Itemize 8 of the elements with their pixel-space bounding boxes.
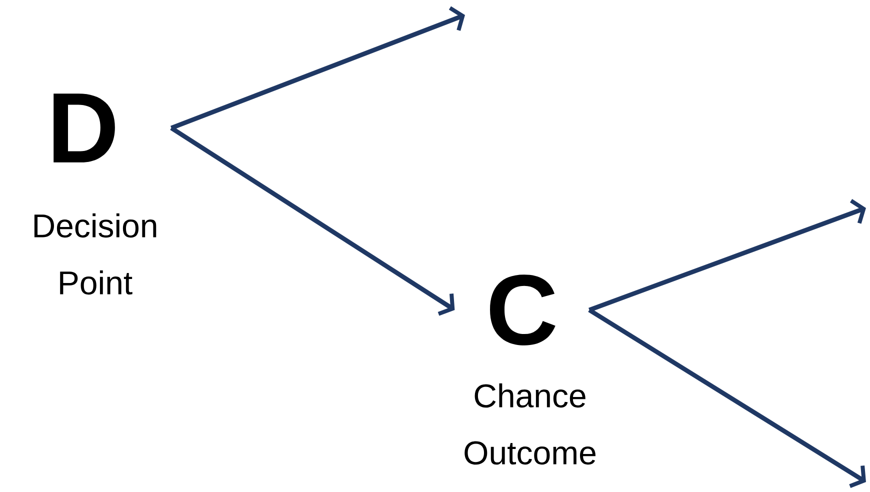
node-caption: Decision Point [34,213,156,295]
letter-symbol: D [54,94,115,162]
arrow [170,126,455,316]
letter-symbol: C [490,274,556,346]
arrow [588,308,866,488]
arrow [588,199,866,312]
arrow [170,6,465,130]
node-caption: Chance Outcome [464,383,596,465]
